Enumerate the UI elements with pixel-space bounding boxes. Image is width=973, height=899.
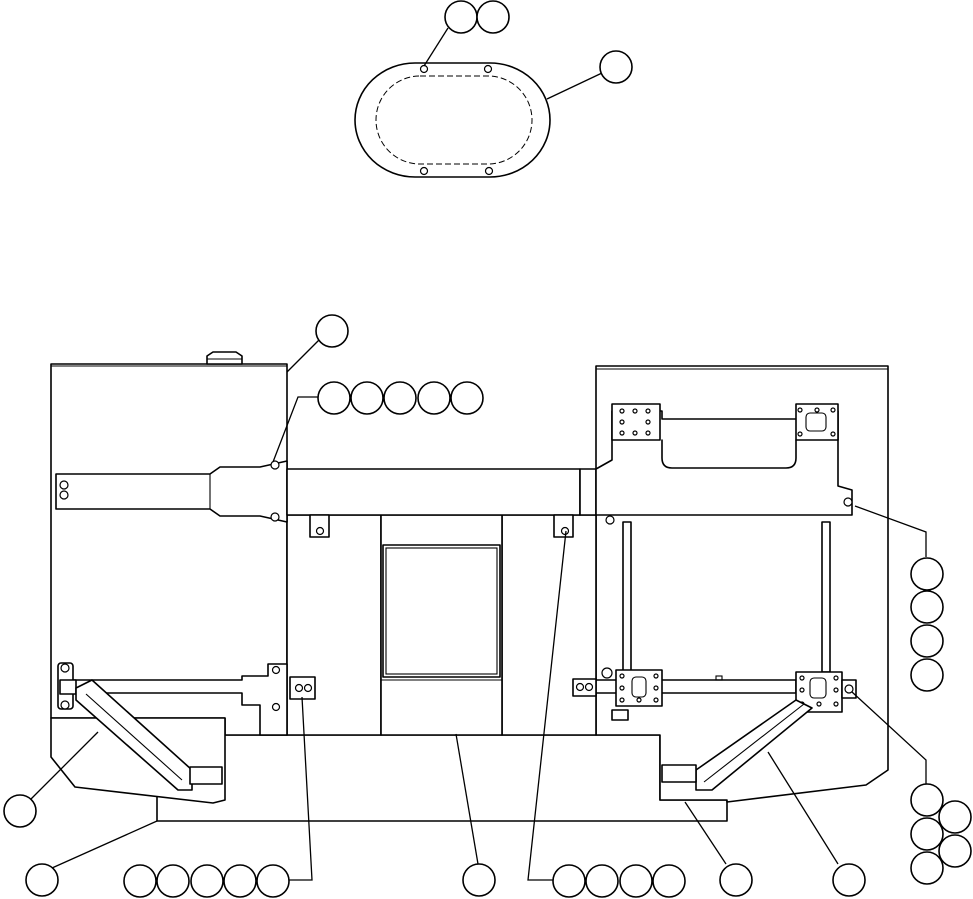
cover-bolt <box>484 166 494 176</box>
callout-bubble <box>910 851 944 885</box>
callout-bubble <box>256 864 290 898</box>
diagonal-brace-right <box>695 699 813 791</box>
callout-bubble <box>552 864 586 898</box>
callout-bubble <box>619 864 653 898</box>
clip <box>309 514 330 538</box>
callout-bubble <box>910 658 944 692</box>
frame-assembly <box>50 351 889 822</box>
callout-bubble <box>3 794 37 828</box>
callout-bubble <box>350 381 384 415</box>
left-lift-lug <box>206 351 243 365</box>
cover-bolt <box>483 64 493 74</box>
center-left-panel <box>286 514 382 736</box>
callout-bubble <box>938 800 972 834</box>
cover-bolt <box>419 64 429 74</box>
callout-bubble <box>938 834 972 868</box>
lower-crossbeam-left <box>69 663 288 736</box>
callout-bubble <box>223 864 257 898</box>
callout-bubbles <box>3 0 972 898</box>
upper-crossbeam-center <box>286 468 581 516</box>
callout-bubble <box>910 817 944 851</box>
callout-bubble <box>156 864 190 898</box>
beam-bolt <box>270 512 280 522</box>
upper-crossbeam-left <box>55 460 288 523</box>
vertical-rod <box>622 521 632 673</box>
callout-bubble <box>476 0 510 34</box>
callout-bubble <box>599 50 633 84</box>
callout-bubble <box>910 624 944 658</box>
callout-bubble <box>910 783 944 817</box>
vertical-rod <box>821 521 831 673</box>
base-plate <box>156 734 728 822</box>
crossbeam-joint <box>579 468 597 516</box>
cover-bolt <box>419 166 429 176</box>
callout-bubble <box>719 863 753 897</box>
callout-bubble <box>190 864 224 898</box>
callout-bubble <box>317 381 351 415</box>
callout-bubble <box>462 863 496 897</box>
leader-lines <box>29 27 927 881</box>
center-window <box>382 544 501 678</box>
callout-bubble <box>123 864 157 898</box>
cover-plate <box>354 62 551 178</box>
callout-bubble <box>25 863 59 897</box>
callout-bubble <box>910 557 944 591</box>
callout-bubble <box>417 381 451 415</box>
callout-bubble <box>450 381 484 415</box>
callout-bubble <box>910 590 944 624</box>
callout-bubble <box>383 381 417 415</box>
callout-bubble <box>315 314 349 348</box>
beam-bolt <box>270 460 280 470</box>
callout-bubble <box>652 864 686 898</box>
callout-bubble <box>585 864 619 898</box>
center-right-panel <box>501 514 597 736</box>
callout-bubble <box>444 0 478 34</box>
callout-bubble <box>832 863 866 897</box>
